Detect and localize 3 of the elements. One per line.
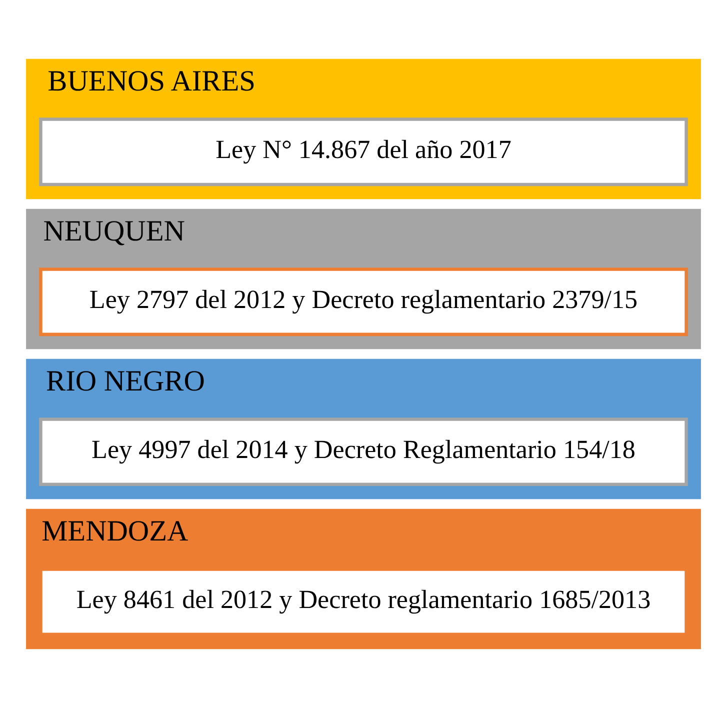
node-box: Ley N° 14.867 del año 2017 <box>39 117 688 186</box>
node-box: Ley 4997 del 2014 y Decreto Reglamentario 154/18 <box>39 417 688 486</box>
node-box: Ley 2797 del 2012 y Decreto reglamentario 2379/15 <box>39 267 688 336</box>
